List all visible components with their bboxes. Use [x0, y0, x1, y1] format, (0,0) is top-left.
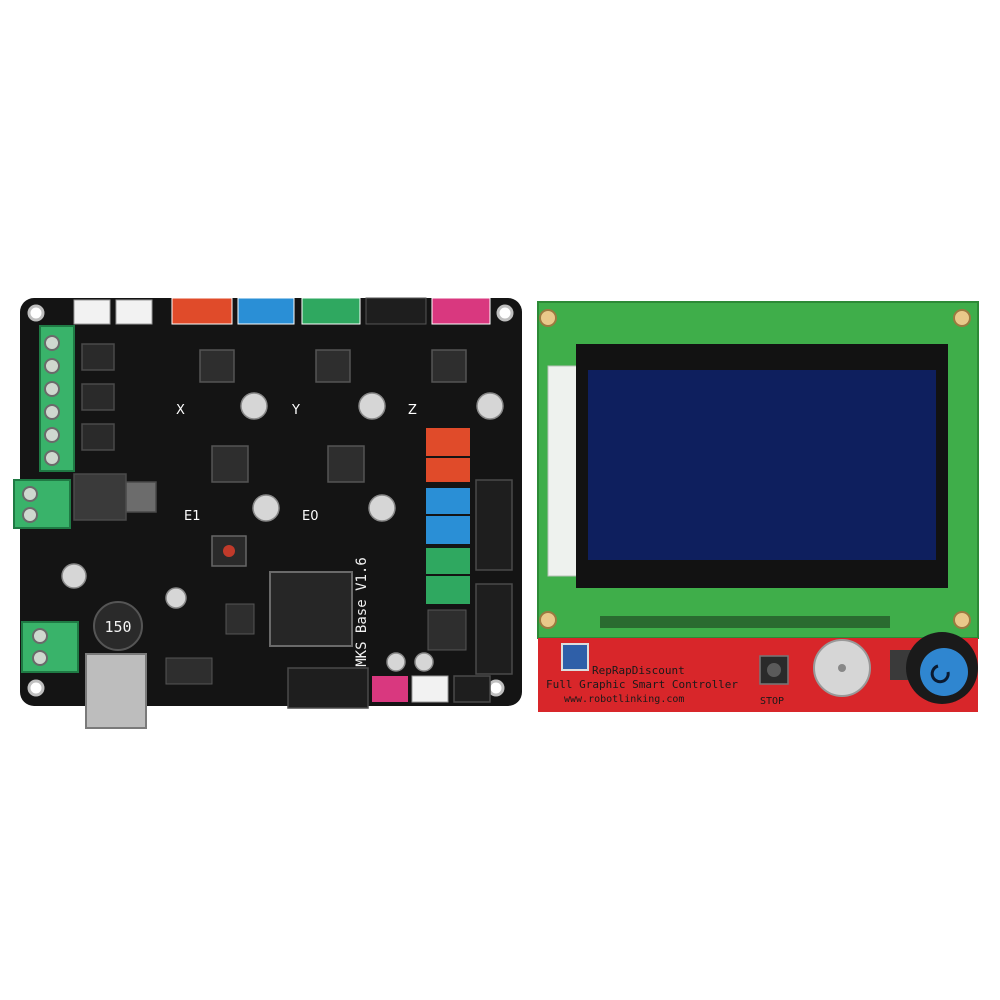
endstop-connectors — [426, 428, 470, 604]
bottom-connectors — [372, 675, 449, 703]
brand-label: RepRapDiscount — [592, 664, 685, 677]
axis-label-e1: E1 — [184, 509, 201, 524]
lcd-pin-header — [600, 616, 890, 628]
microcontroller-chip — [269, 571, 353, 647]
reset-button — [211, 535, 247, 567]
website-label: www.robotlinking.com — [564, 694, 684, 705]
power-terminal-blocks — [13, 325, 79, 673]
product-label: Full Graphic Smart Controller — [546, 678, 738, 691]
capacitors — [61, 392, 504, 672]
stop-button: STOP — [759, 655, 789, 707]
axis-label-z: Z — [408, 403, 417, 418]
rotary-encoder-knob — [890, 632, 978, 704]
stop-label: STOP — [760, 696, 784, 707]
lcd-controller: 12864 RepRapDiscount Full Graphic Smart … — [537, 301, 979, 712]
lcd-screen — [588, 370, 936, 560]
top-connectors — [73, 297, 491, 325]
small-ics — [165, 603, 467, 685]
axis-label-x: X — [176, 403, 185, 418]
expansion-headers — [287, 479, 513, 709]
stepper-drivers — [199, 349, 467, 483]
axis-label-y: Y — [291, 403, 300, 418]
axis-label-e0: E0 — [302, 509, 319, 524]
board-model-label: MKS Base V1.6 — [354, 557, 370, 667]
usb-port — [85, 653, 147, 729]
lcd-mounting-holes — [539, 309, 971, 629]
inductor-label: 150 — [104, 618, 131, 636]
axis-labels: X Y Z E1 E0 — [176, 403, 417, 524]
buzzer — [813, 639, 871, 697]
contrast-trimmer — [561, 643, 589, 671]
mks-base-mainboard: 150 MKS Base V1.6 X Y Z E1 E0 — [13, 297, 522, 729]
mosfets — [73, 343, 157, 521]
inductor: 150 — [93, 601, 143, 651]
